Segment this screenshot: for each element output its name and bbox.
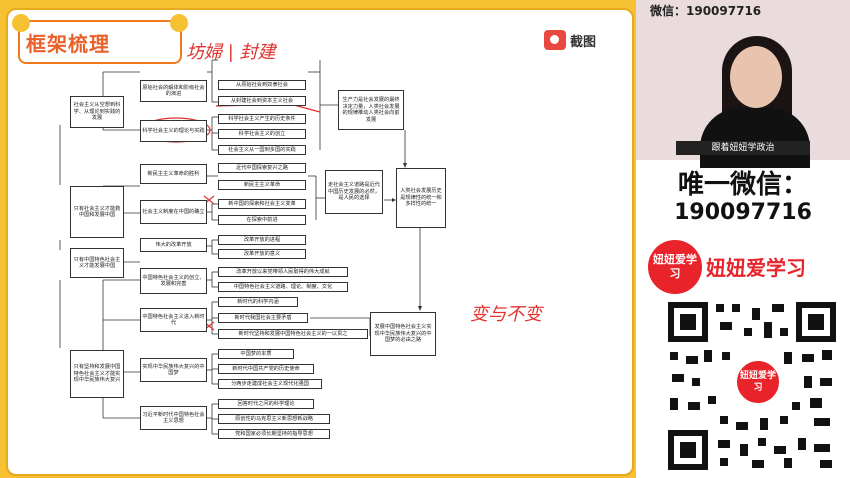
diagram-node-col3: 改革开放的意义 xyxy=(218,249,306,259)
teacher-face xyxy=(730,46,782,108)
diagram-node-col3: 科学社会主义产生的历史条件 xyxy=(218,114,306,124)
handwritten-annotation-top: 坊婦 | 封建 xyxy=(186,42,276,63)
wechat-id: 190097716 xyxy=(674,200,812,225)
diagram-node-col2: 科学社会主义的理论与实践 xyxy=(140,120,207,142)
diagram-node-col2: 实现中华民族伟大复兴的中国梦 xyxy=(140,358,207,382)
brand-name: 妞妞爱学习 xyxy=(706,256,806,280)
diagram-node-col1: 社会主义从空想到科学、从理论到实践的发展 xyxy=(70,96,124,128)
diagram-node-col3: 原创性的马克思主义新思想新战略 xyxy=(218,414,330,424)
diagram-node-col3: 新时代的科学内涵 xyxy=(218,297,298,307)
title-badge: 框架梳理 xyxy=(12,14,188,64)
diagram-node-col3: 新时代中国共产党的历史使命 xyxy=(218,364,314,374)
diagram-node-col3: 中国梦的本质 xyxy=(218,349,294,359)
diagram-node-col3: 改革开放的进程 xyxy=(218,235,306,245)
diagram-node-col3: 社会主义从一国到多国的实践 xyxy=(218,145,306,155)
qr-center-logo: 妞妞爱学习 xyxy=(734,358,782,406)
diagram-node-col1: 只有社会主义才能救中国和发展中国 xyxy=(70,186,124,238)
wechat-label: 唯一微信： xyxy=(677,170,808,200)
diagram-node-col4: 人类社会发展历史是规律性的统一和多样性的统一 xyxy=(396,168,446,228)
diagram-node-col3: 回答时代之问的科学理论 xyxy=(218,399,314,409)
diagram-node-col3: 新民主主义革命 xyxy=(218,180,306,190)
diagram-node-col2: 中国特色社会主义的创立、发展和完善 xyxy=(140,268,207,294)
diagram-node-col3: 在探索中前进 xyxy=(218,215,306,225)
diagram-node-col3: 新时代我国社会主要矛盾 xyxy=(218,313,308,323)
diagram-node-col1: 只有中国特色社会主义才能发展中国 xyxy=(70,248,124,278)
diagram-node-col3: 科学社会主义的创立 xyxy=(218,129,306,139)
camera-icon xyxy=(544,30,566,50)
flower-icon xyxy=(12,14,30,32)
slide-title: 框架梳理 xyxy=(26,31,110,56)
diagram-node-col2: 社会主义制度在中国的确立 xyxy=(140,200,207,224)
diagram-node-col4: 走社会主义道路是近代中国历史发展的必然，是人民的选择 xyxy=(325,170,383,214)
capture-label: 截图 xyxy=(570,34,597,50)
diagram-node-col3: 新时代坚持和发展中国特色社会主义的一以贯之 xyxy=(218,329,368,339)
diagram-node-col3: 分两步走建成社会主义现代化强国 xyxy=(218,379,322,389)
teacher-body xyxy=(700,108,810,168)
diagram-node-col2: 习近平新时代中国特色社会主义思想 xyxy=(140,406,207,430)
diagram-node-col4: 生产力是社会发展的最终决定力量，人类社会发展的规律推动人类社会向前发展 xyxy=(338,90,404,130)
handwritten-annotation-right: 变与不变 xyxy=(470,304,542,325)
wechat-watermark: 微信：190097716 xyxy=(650,4,762,18)
diagram-node-col3: 改革开放以来党带领人民取得的伟大成就 xyxy=(218,267,348,277)
diagram-node-col3: 从原始社会到奴隶社会 xyxy=(218,80,306,90)
diagram-node-col3: 中国特色社会主义道路、理论、制度、文化 xyxy=(218,282,348,292)
diagram-node-col1: 只有坚持和发展中国特色社会主义才能实现中华民族伟大复兴 xyxy=(70,350,124,398)
diagram-node-col3: 新中国的探索和社会主义变革 xyxy=(218,199,306,209)
diagram-node-col3: 党和国家必须长期坚持的指导思想 xyxy=(218,429,330,439)
diagram-node-col2: 伟大的改革开放 xyxy=(140,238,207,252)
diagram-node-col4: 发展中国特色社会主义实现中华民族伟大复兴的中国梦的必由之路 xyxy=(370,312,436,356)
diagram-connectors xyxy=(59,59,422,435)
diagram-node-col2: 中国特色社会主义进入新时代 xyxy=(140,308,207,332)
diagram-node-col3: 近代中国探索复兴之路 xyxy=(218,163,306,173)
diagram-node-col3: 从封建社会到资本主义社会 xyxy=(218,96,306,106)
qr-code[interactable] xyxy=(664,298,840,474)
capture-button[interactable]: 截图 xyxy=(544,30,596,50)
brand-logo: 妞妞爱学习 xyxy=(648,240,702,294)
diagram-node-col2: 新民主主义革命的胜利 xyxy=(140,164,207,184)
diagram-node-col2: 原始社会的解体和阶级社会的演进 xyxy=(140,80,207,102)
flower-icon xyxy=(170,14,188,32)
video-caption: 跟着妞妞学政治 xyxy=(676,141,810,155)
